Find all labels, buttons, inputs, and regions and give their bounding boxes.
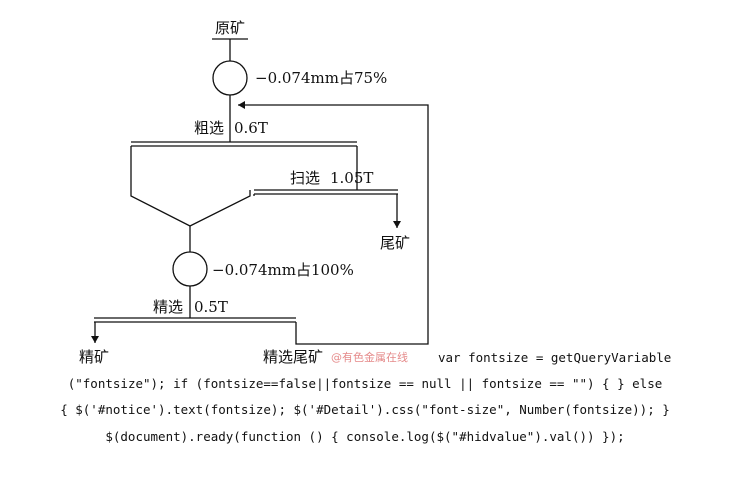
code-line-4: $(document).ready(function () { console.… <box>105 429 625 444</box>
grinding-2-label: −0.074mm占100% <box>212 261 354 279</box>
grinding-1-label: −0.074mm占75% <box>255 69 387 87</box>
rougher-field-label: 0.6T <box>234 119 268 137</box>
cleaner-label: 精选 <box>153 298 183 316</box>
grinding-circle-1 <box>212 60 248 96</box>
scavenger-field-label: 1.05T <box>330 169 373 187</box>
watermark-text: @有色金属在线 <box>331 350 408 364</box>
code-line-1: var fontsize = getQueryVariable <box>438 350 672 365</box>
scavenger-label: 扫选 <box>290 169 320 187</box>
cleaner-field-label: 0.5T <box>194 298 228 316</box>
rougher-label: 粗选 <box>194 119 224 137</box>
grinding-circle-2 <box>172 251 208 287</box>
code-line-3: { $('#notice').text(fontsize); $('#Detai… <box>60 402 670 417</box>
cleaner-tailings-label: 精选尾矿 <box>263 348 323 366</box>
code-line-2: ("fontsize"); if (fontsize==false||fonts… <box>67 376 663 391</box>
concentrate-label: 精矿 <box>79 348 109 366</box>
recycle-loop-line <box>238 101 429 345</box>
rougher-hopper <box>130 146 251 227</box>
tailings-label: 尾矿 <box>380 234 410 252</box>
feed-label: 原矿 <box>215 19 245 37</box>
